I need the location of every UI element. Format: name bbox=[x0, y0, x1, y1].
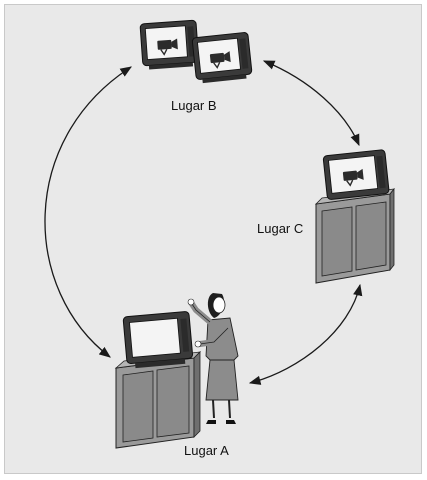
arrow-a-to-b bbox=[44, 66, 132, 358]
presenter-figure bbox=[187, 293, 239, 424]
cabinet-icon bbox=[314, 187, 395, 284]
location-label-b: Lugar B bbox=[171, 98, 217, 113]
location-b-televisions bbox=[139, 19, 254, 85]
location-label-a: Lugar A bbox=[184, 443, 229, 458]
television-icon bbox=[322, 149, 390, 200]
location-c-station bbox=[314, 149, 395, 284]
television-icon bbox=[122, 311, 194, 369]
cabinet-icon bbox=[114, 351, 202, 449]
arrow-c-to-a bbox=[248, 283, 363, 385]
television-icon bbox=[191, 31, 254, 85]
arrow-b-to-c bbox=[262, 60, 360, 147]
location-label-c: Lugar C bbox=[257, 221, 304, 236]
television-icon bbox=[139, 19, 200, 71]
location-a-station bbox=[114, 293, 239, 449]
